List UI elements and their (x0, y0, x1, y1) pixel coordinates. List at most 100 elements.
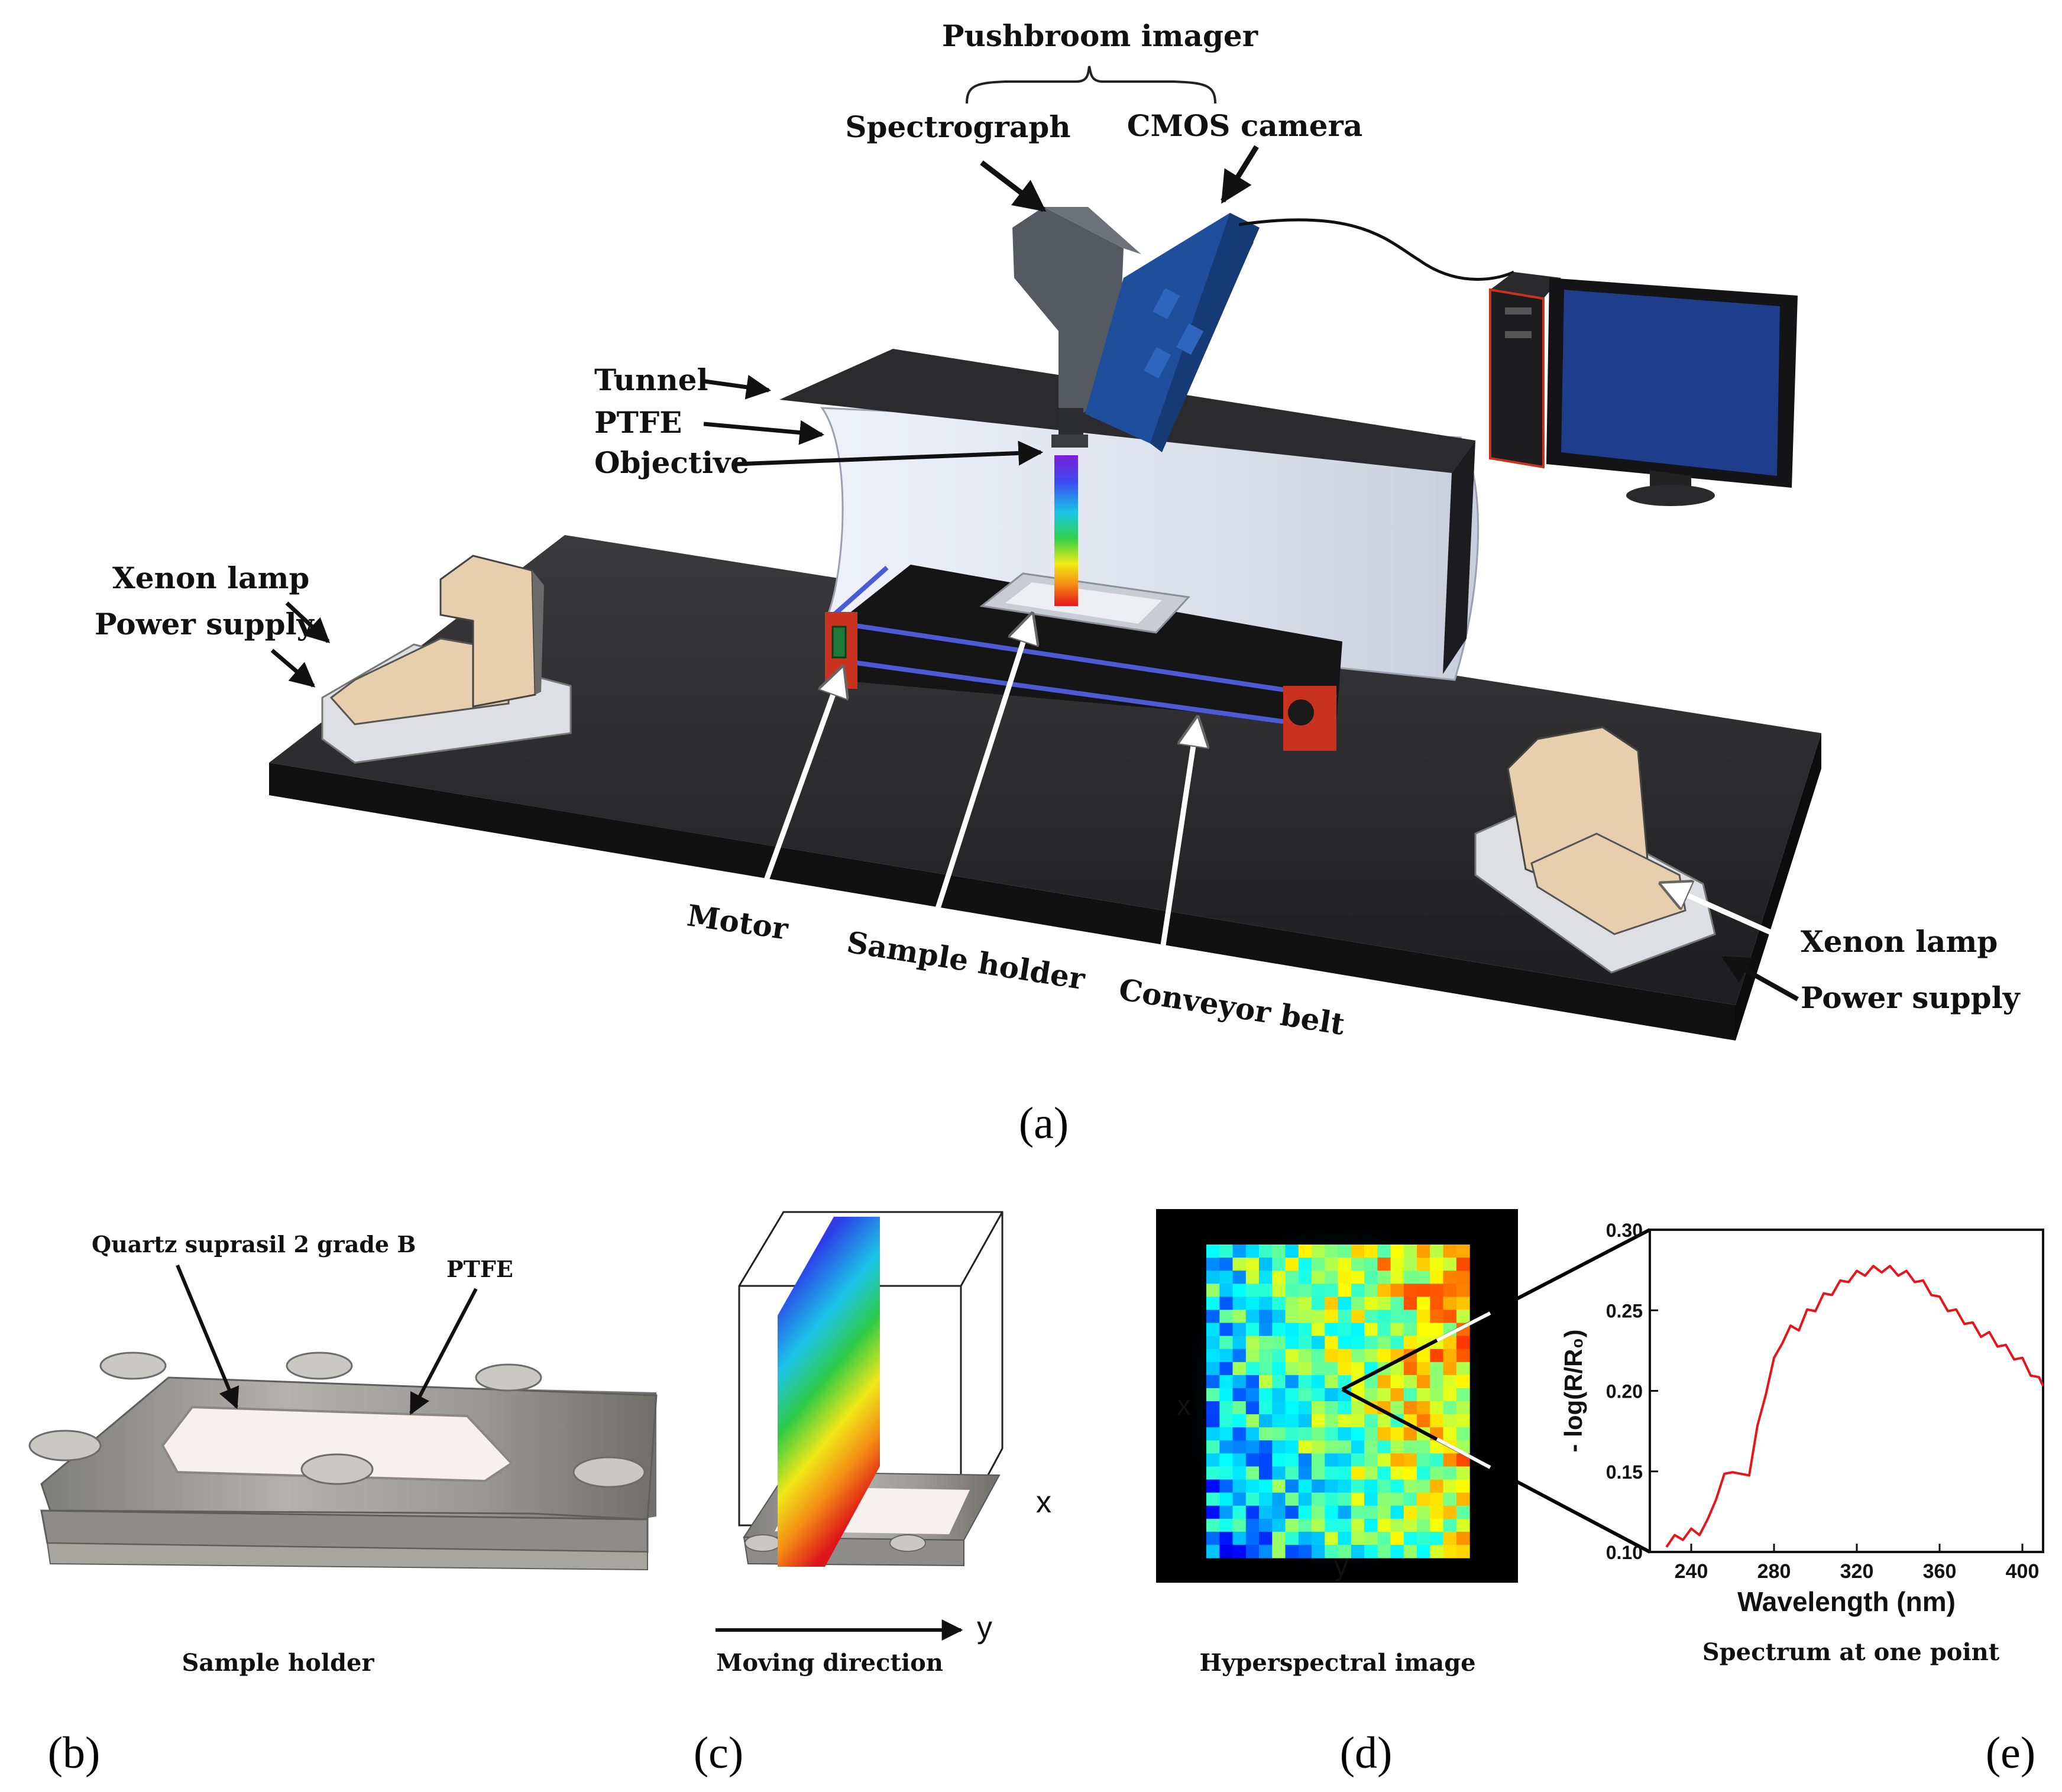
label-x-d: x (1177, 1390, 1191, 1421)
heatmap-cell (1285, 1453, 1299, 1467)
heatmap-cell (1417, 1531, 1430, 1545)
heatmap-cell (1338, 1479, 1352, 1493)
heatmap-cell (1272, 1401, 1286, 1415)
heatmap-cell (1403, 1375, 1417, 1389)
heatmap-cell (1325, 1401, 1339, 1415)
heatmap-cell (1417, 1375, 1430, 1389)
heatmap-cell (1364, 1414, 1378, 1428)
heatmap-cell (1364, 1440, 1378, 1454)
heatmap-cell (1443, 1349, 1457, 1363)
heatmap-cell (1272, 1375, 1286, 1389)
heatmap-cell (1403, 1271, 1417, 1284)
heatmap-cell (1298, 1401, 1312, 1415)
computer (1489, 272, 1798, 506)
heatmap-cell (1403, 1518, 1417, 1532)
heatmap-cell (1312, 1492, 1325, 1506)
heatmap-cell (1245, 1336, 1260, 1350)
label-pushbroom: Pushbroom imager (942, 18, 1258, 53)
heatmap-cell (1338, 1336, 1352, 1350)
heatmap-cell (1312, 1544, 1325, 1558)
arrow-power-left (270, 649, 316, 688)
heatmap-cell (1325, 1453, 1339, 1467)
heatmap-cell (1285, 1297, 1299, 1310)
label-conveyor-belt: Conveyor belt (1116, 972, 1347, 1042)
heatmap-cell (1403, 1401, 1417, 1415)
heatmap-cell (1259, 1466, 1273, 1480)
heatmap-cell (1364, 1453, 1378, 1467)
heatmap-cell (1364, 1479, 1378, 1493)
heatmap-cell (1272, 1544, 1286, 1558)
heatmap-cell (1338, 1401, 1352, 1415)
heatmap-cell (1232, 1518, 1247, 1532)
heatmap-cell (1403, 1492, 1417, 1506)
heatmap-cell (1377, 1466, 1391, 1480)
heatmap-cell (1390, 1401, 1404, 1415)
heatmap-cell (1272, 1466, 1286, 1480)
spectrum-line (1665, 1265, 2044, 1548)
heatmap-cell (1351, 1336, 1365, 1350)
heatmap-cell (1232, 1336, 1247, 1350)
heatmap-cell (1390, 1323, 1404, 1337)
cmos-camera (1085, 213, 1260, 452)
heatmap-cell (1219, 1323, 1234, 1337)
heatmap-cell (1298, 1466, 1312, 1480)
sample-holder-3d (979, 572, 1191, 634)
heatmap-cell (1443, 1492, 1457, 1506)
heatmap-cell (1351, 1427, 1365, 1441)
heatmap-cell (1245, 1245, 1260, 1258)
heatmap-cell (1259, 1258, 1273, 1271)
heatmap-cell (1351, 1544, 1365, 1558)
heatmap-cell (1338, 1258, 1352, 1271)
conveyor-belt (832, 565, 1342, 730)
heatmap-cell (1364, 1349, 1378, 1363)
heatmap-cell (1390, 1284, 1404, 1297)
light-slit (1054, 455, 1078, 606)
heatmap-cell (1390, 1336, 1404, 1350)
heatmap-cell (1206, 1479, 1220, 1493)
heatmap-cell (1232, 1323, 1247, 1337)
heatmap-cell (1312, 1258, 1325, 1271)
heatmap-cell (1417, 1479, 1430, 1493)
heatmap-cell (1338, 1245, 1352, 1258)
heatmap-cell (1390, 1466, 1404, 1480)
heatmap-cell (1430, 1531, 1444, 1545)
heatmap-cell (1430, 1505, 1444, 1519)
heatmap-cell (1245, 1258, 1260, 1271)
heatmap-cell (1312, 1375, 1325, 1389)
heatmap-cell (1443, 1362, 1457, 1376)
heatmap-cell (1245, 1375, 1260, 1389)
heatmap-cell (1364, 1284, 1378, 1297)
heatmap-cell (1351, 1271, 1365, 1284)
heatmap-cell (1285, 1466, 1299, 1480)
heatmap-cell (1312, 1388, 1325, 1402)
heatmap-cell (1403, 1466, 1417, 1480)
heatmap-cell (1206, 1245, 1220, 1258)
heatmap-cell (1232, 1453, 1247, 1467)
heatmap-cell (1206, 1388, 1220, 1402)
heatmap-cell (1403, 1336, 1417, 1350)
light-sheet (778, 1217, 880, 1567)
heatmap-cell (1443, 1453, 1457, 1467)
heatmap-cell (1245, 1518, 1260, 1532)
heatmap-cell (1259, 1284, 1273, 1297)
heatmap-cell (1351, 1453, 1365, 1467)
heatmap-cell (1259, 1479, 1273, 1493)
heatmap-cell (1417, 1349, 1430, 1363)
heatmap-cell (1298, 1544, 1312, 1558)
heatmap-cell (1338, 1362, 1352, 1376)
panel-d: x y Hyperspectral image (d) (1156, 1209, 1651, 1778)
heatmap-cell (1351, 1440, 1365, 1454)
heatmap-cell (1232, 1297, 1247, 1310)
heatmap-cell (1298, 1297, 1312, 1310)
heatmap-cell (1338, 1297, 1352, 1310)
heatmap-cell (1390, 1245, 1404, 1258)
heatmap-cell (1259, 1414, 1273, 1428)
heatmap-cell (1338, 1310, 1352, 1324)
heatmap-cell (1272, 1284, 1286, 1297)
heatmap-cell (1312, 1466, 1325, 1480)
heatmap-cell (1364, 1492, 1378, 1506)
heatmap-cell (1430, 1414, 1444, 1428)
heatmap-cell (1456, 1336, 1470, 1350)
heatmap-cell (1325, 1323, 1339, 1337)
table-base (269, 535, 1821, 1041)
